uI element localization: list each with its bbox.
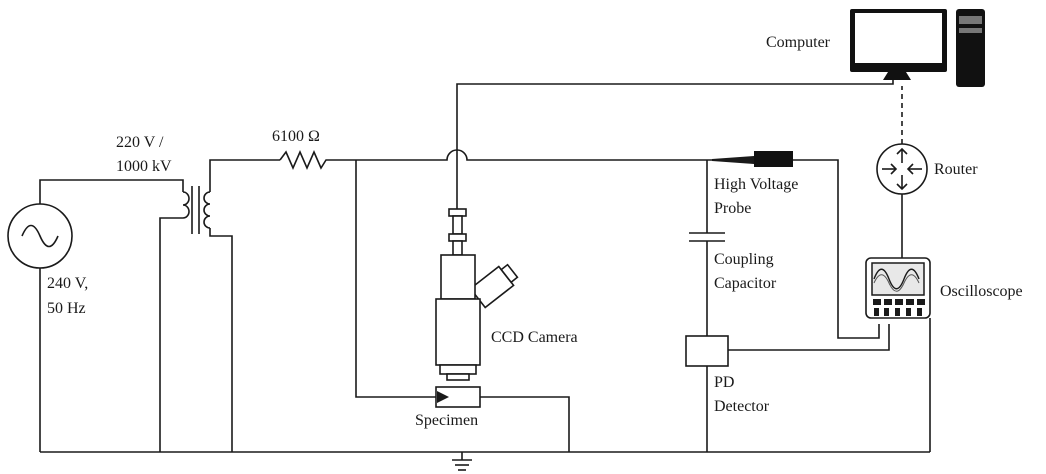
transformer-icon	[182, 186, 211, 234]
ac-source-icon	[7, 203, 73, 269]
computer-tower-icon	[956, 9, 985, 87]
capacitor-icon	[689, 232, 725, 242]
probe-icon	[712, 151, 793, 167]
computer-label: Computer	[766, 34, 831, 51]
source-voltage-label: 240 V,	[47, 275, 88, 292]
probe-signal-wire	[793, 159, 880, 339]
transformer-ratio-label-2: 1000 kV	[116, 158, 172, 175]
camera-icon	[435, 208, 519, 381]
camera-data-wire	[456, 76, 894, 209]
secondary-return-wire	[209, 228, 233, 452]
hv-bus	[330, 149, 712, 161]
oscilloscope-icon	[865, 257, 931, 319]
router-icon	[876, 143, 928, 195]
camera-label: CCD Camera	[491, 329, 578, 346]
pd-detector-icon	[685, 335, 729, 367]
probe-label-1: High Voltage	[714, 176, 798, 193]
ground-icon	[452, 452, 472, 471]
primary-return-wire	[159, 217, 183, 452]
source-wire	[39, 179, 184, 452]
specimen-feed-wire	[355, 160, 436, 398]
secondary-wire	[209, 159, 280, 192]
probe-label-2: Probe	[714, 200, 751, 217]
computer-monitor-icon	[850, 9, 947, 80]
oscilloscope-label: Oscilloscope	[940, 283, 1023, 300]
source-frequency-label: 50 Hz	[47, 300, 86, 317]
wiring	[39, 76, 931, 453]
capacitor-label-1: Coupling	[714, 251, 774, 268]
resistor-icon	[279, 150, 330, 170]
detector-label-1: PD	[714, 374, 734, 391]
router-label: Router	[934, 161, 978, 178]
transformer-ratio-label-1: 220 V /	[116, 134, 164, 151]
detector-label-2: Detector	[714, 398, 770, 415]
capacitor-label-2: Capacitor	[714, 275, 777, 292]
specimen-return-wire	[480, 396, 570, 452]
resistor-label: 6100 Ω	[272, 128, 320, 145]
detector-signal-wire	[728, 324, 890, 351]
specimen-icon	[435, 386, 481, 408]
specimen-label: Specimen	[415, 412, 478, 429]
